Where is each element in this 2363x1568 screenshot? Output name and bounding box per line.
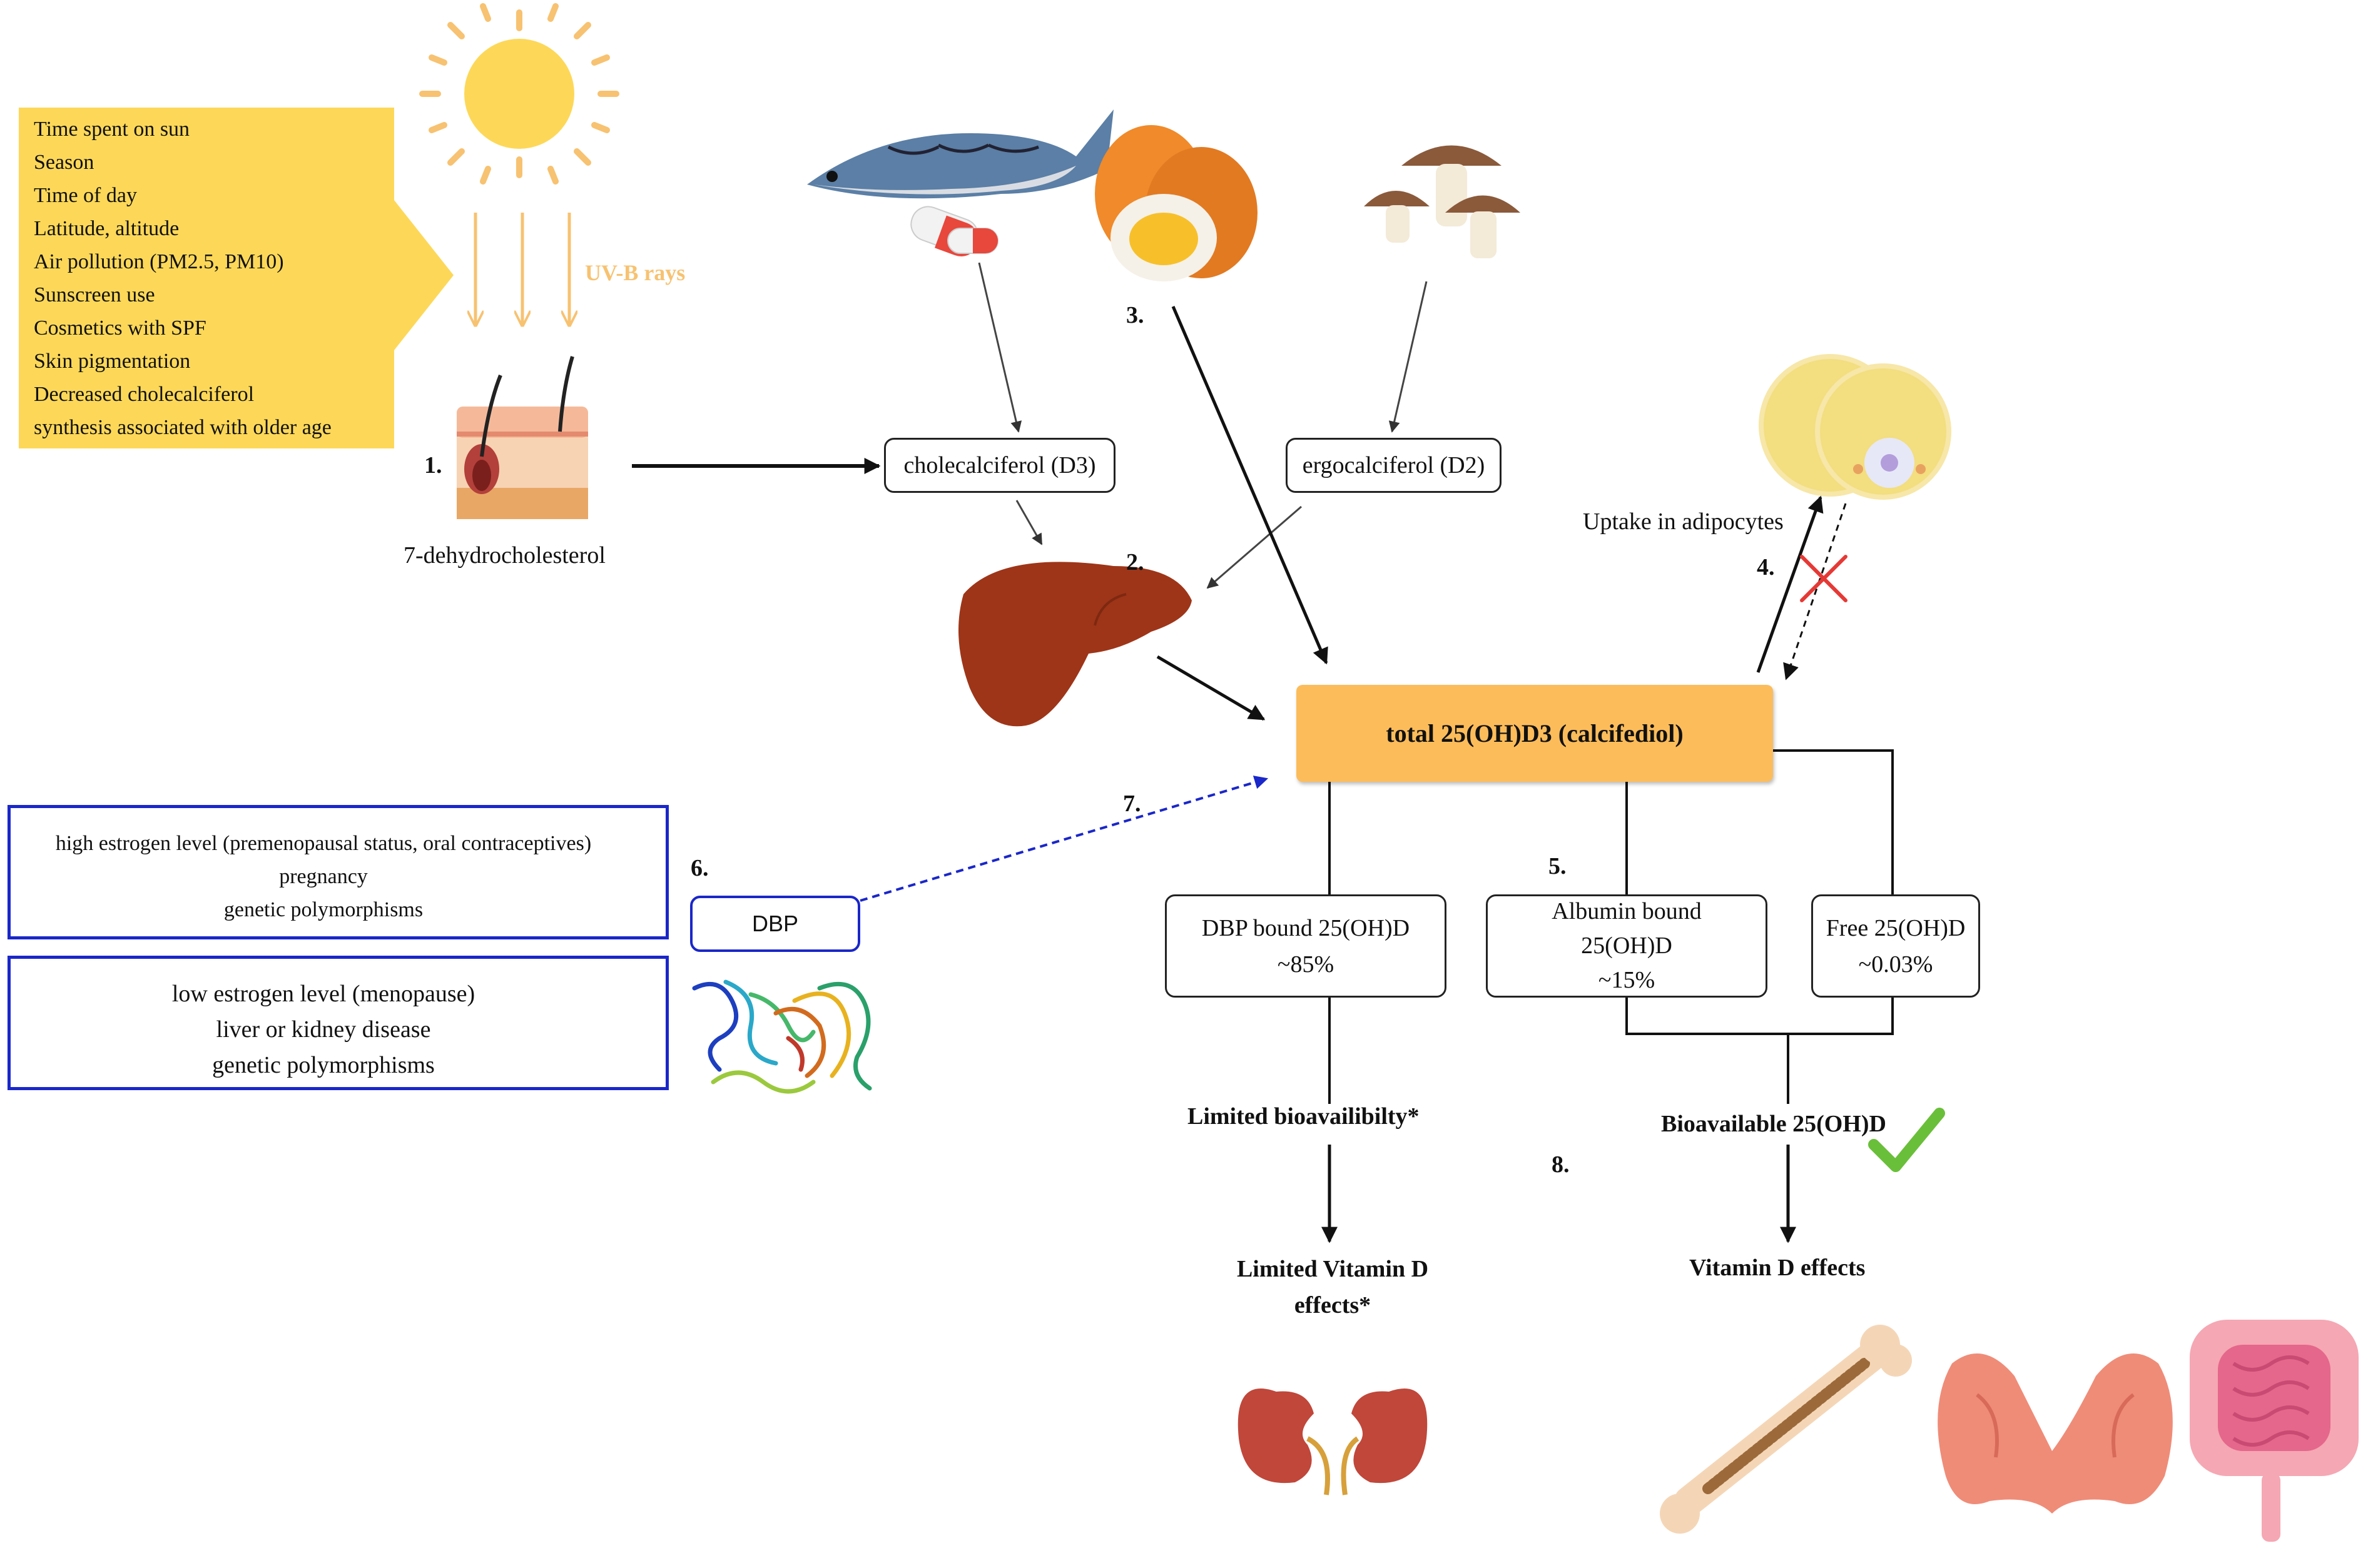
albumin-bound-line1: Albumin bound	[1552, 898, 1702, 924]
adipocytes-label: Uptake in adipocytes	[1583, 508, 1784, 535]
free-line1: Free 25(OH)D	[1826, 914, 1966, 941]
dbp-box: DBP	[690, 896, 860, 952]
factor-item: synthesis associated with older age	[34, 416, 332, 439]
decrease-factor-2: liver or kidney disease	[216, 1016, 431, 1043]
factors-pointer	[394, 200, 454, 350]
decrease-factor-3: genetic polymorphisms	[212, 1052, 435, 1078]
factor-item: Cosmetics with SPF	[34, 316, 206, 340]
factor-item: Latitude, altitude	[34, 217, 180, 240]
adipocyte-icon	[1759, 354, 1951, 500]
mushroom-icon	[1364, 145, 1520, 258]
increase-factor-1: high estrogen level (premenopausal statu…	[55, 832, 592, 855]
step-8: 8.	[1552, 1151, 1570, 1178]
step-5: 5.	[1548, 853, 1567, 879]
uvb-label: UV-B rays	[585, 260, 686, 285]
bone-icon	[1660, 1325, 1912, 1534]
skin-label: 7-dehydrocholesterol	[404, 542, 606, 569]
liver-icon	[958, 562, 1192, 727]
cholecalciferol-box: cholecalciferol (D3)	[884, 438, 1115, 493]
vitamin-d-effects-label: Vitamin D effects	[1689, 1255, 1866, 1281]
increase-factor-3: genetic polymorphisms	[223, 898, 424, 921]
uvb-arrows	[475, 213, 569, 325]
dbp-bound-line1: DBP bound 25(OH)D	[1201, 914, 1410, 941]
bioavailable-label: Bioavailable 25(OH)D	[1661, 1111, 1886, 1137]
limited-effects-label: Limited Vitamin D effects*	[1207, 1251, 1458, 1323]
free-line2: ~0.03%	[1858, 951, 1933, 978]
arrow-mushroom-to-d2	[1388, 281, 1428, 433]
egg-icon	[1095, 125, 1258, 281]
cross-icon	[1800, 555, 1847, 602]
intestine-icon	[2190, 1320, 2359, 1542]
increase-factors-box: high estrogen level (premenopausal statu…	[8, 805, 669, 939]
arrow-d2-to-liver	[1206, 505, 1302, 589]
arrow-d3-to-liver	[1015, 500, 1043, 545]
arrow-liver-to-total	[1156, 655, 1266, 721]
kidney-icon	[1237, 1388, 1428, 1495]
factor-item: Time of day	[34, 184, 137, 207]
decrease-factors-box: low estrogen level (menopause) liver or …	[8, 956, 669, 1090]
albumin-bound-line3: ~15%	[1598, 967, 1655, 993]
step-1: 1.	[424, 452, 442, 478]
ergocalciferol-box: ergocalciferol (D2)	[1286, 438, 1502, 493]
arrow-adipocytes-to-total	[1783, 503, 1847, 680]
arrow-fish-to-d3	[978, 262, 1022, 433]
arrow-dbp-to-total	[860, 776, 1269, 902]
factor-item: Skin pigmentation	[34, 350, 191, 373]
distribution-lines	[1328, 749, 1894, 1104]
dbp-bound-box: DBP bound 25(OH)D ~85%	[1165, 894, 1446, 998]
free-box: Free 25(OH)D ~0.03%	[1811, 894, 1980, 998]
factor-item: Decreased cholecalciferol	[34, 383, 255, 406]
step-3: 3.	[1126, 302, 1144, 328]
albumin-bound-box: Albumin bound 25(OH)D ~15%	[1486, 894, 1767, 998]
factor-item: Time spent on sun	[34, 118, 190, 141]
limited-bioavailability-label: Limited bioavailibilty*	[1187, 1103, 1420, 1130]
step-6: 6.	[691, 855, 709, 881]
arrow-total-to-adipocytes	[1756, 495, 1824, 673]
step-2: 2.	[1126, 549, 1144, 575]
dbp-protein-icon	[692, 979, 872, 1094]
step-7: 7.	[1123, 791, 1141, 817]
factor-item: Season	[34, 151, 94, 174]
factor-item: Air pollution (PM2.5, PM10)	[34, 250, 284, 273]
skin-icon	[457, 356, 588, 519]
factor-item: Sunscreen use	[34, 283, 155, 306]
thyroid-icon	[1938, 1353, 2173, 1514]
fish-icon	[807, 109, 1120, 199]
decrease-factor-1: low estrogen level (menopause)	[171, 981, 475, 1007]
dbp-bound-line2: ~85%	[1277, 951, 1334, 978]
check-icon	[1868, 1108, 1945, 1172]
capsule-icon	[910, 206, 999, 256]
step-4: 4.	[1757, 554, 1775, 580]
increase-factor-2: pregnancy	[279, 865, 368, 888]
arrow-eggs-to-total	[1171, 306, 1328, 665]
total-calcifediol-box: total 25(OH)D3 (calcifediol)	[1296, 685, 1773, 782]
limited-effects-line1: Limited Vitamin D	[1236, 1256, 1429, 1282]
albumin-bound-line2: 25(OH)D	[1581, 933, 1672, 959]
sun-icon	[419, 3, 619, 185]
limited-effects-line2: effects*	[1294, 1292, 1371, 1318]
